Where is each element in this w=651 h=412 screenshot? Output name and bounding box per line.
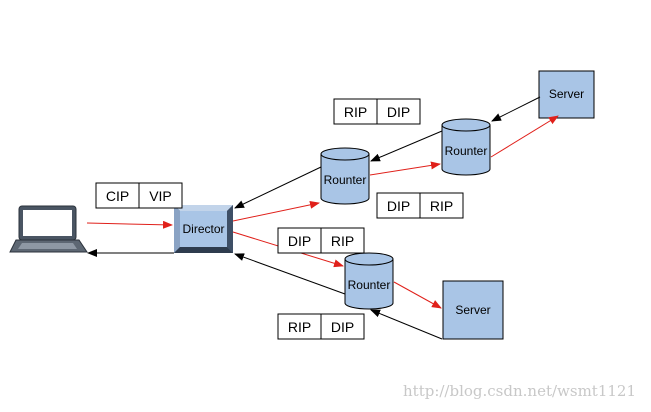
arrow-director-to-router-top xyxy=(232,200,320,222)
arrow-client-to-director xyxy=(86,220,173,229)
router-bottom: Rounter xyxy=(344,252,394,310)
packet-client-to-director: CIP VIP xyxy=(95,182,183,209)
watermark: http://blog.csdn.net/wsmt1121 xyxy=(403,382,636,400)
server-top-label: Server xyxy=(549,87,584,101)
packet-bottom-forward: DIP RIP xyxy=(277,227,365,254)
packet-field: RIP xyxy=(288,319,311,335)
server-bottom: Server xyxy=(442,280,504,340)
arrow-server-bottom-to-router xyxy=(370,309,443,340)
director-node: Director xyxy=(174,205,233,253)
packet-field: RIP xyxy=(344,104,367,120)
router-right-top-label: Rounter xyxy=(445,144,488,158)
packet-bottom-reply: RIP DIP xyxy=(277,313,365,340)
server-bottom-label: Server xyxy=(455,303,490,317)
packet-field: VIP xyxy=(149,188,172,204)
router-bottom-label: Rounter xyxy=(348,278,391,292)
server-top: Server xyxy=(538,70,595,119)
packet-field: RIP xyxy=(430,198,453,214)
packet-field: DIP xyxy=(387,104,410,120)
arrow-router-to-server-top xyxy=(490,115,559,158)
packet-field: DIP xyxy=(331,319,354,335)
router-right-top: Rounter xyxy=(441,118,491,176)
return-arrows xyxy=(87,96,541,340)
packet-field: DIP xyxy=(288,233,311,249)
arrow-router-to-router-return xyxy=(370,130,443,162)
packet-top-reply: RIP DIP xyxy=(333,98,421,125)
packet-field: RIP xyxy=(331,233,354,249)
packet-field: DIP xyxy=(387,198,410,214)
arrow-router-top-to-director xyxy=(234,166,322,209)
router-left-top: Rounter xyxy=(320,147,370,205)
packet-top-forward: DIP RIP xyxy=(376,192,464,219)
arrow-server-top-to-router xyxy=(491,96,541,122)
laptop-icon xyxy=(9,205,88,253)
arrow-router-bottom-to-director xyxy=(234,253,346,295)
director-label: Director xyxy=(182,222,224,236)
packet-field: CIP xyxy=(106,188,129,204)
arrow-router-to-router xyxy=(369,161,441,176)
arrow-router-to-server-bottom xyxy=(393,281,442,309)
forward-arrows xyxy=(86,115,559,309)
router-left-top-label: Rounter xyxy=(324,173,367,187)
